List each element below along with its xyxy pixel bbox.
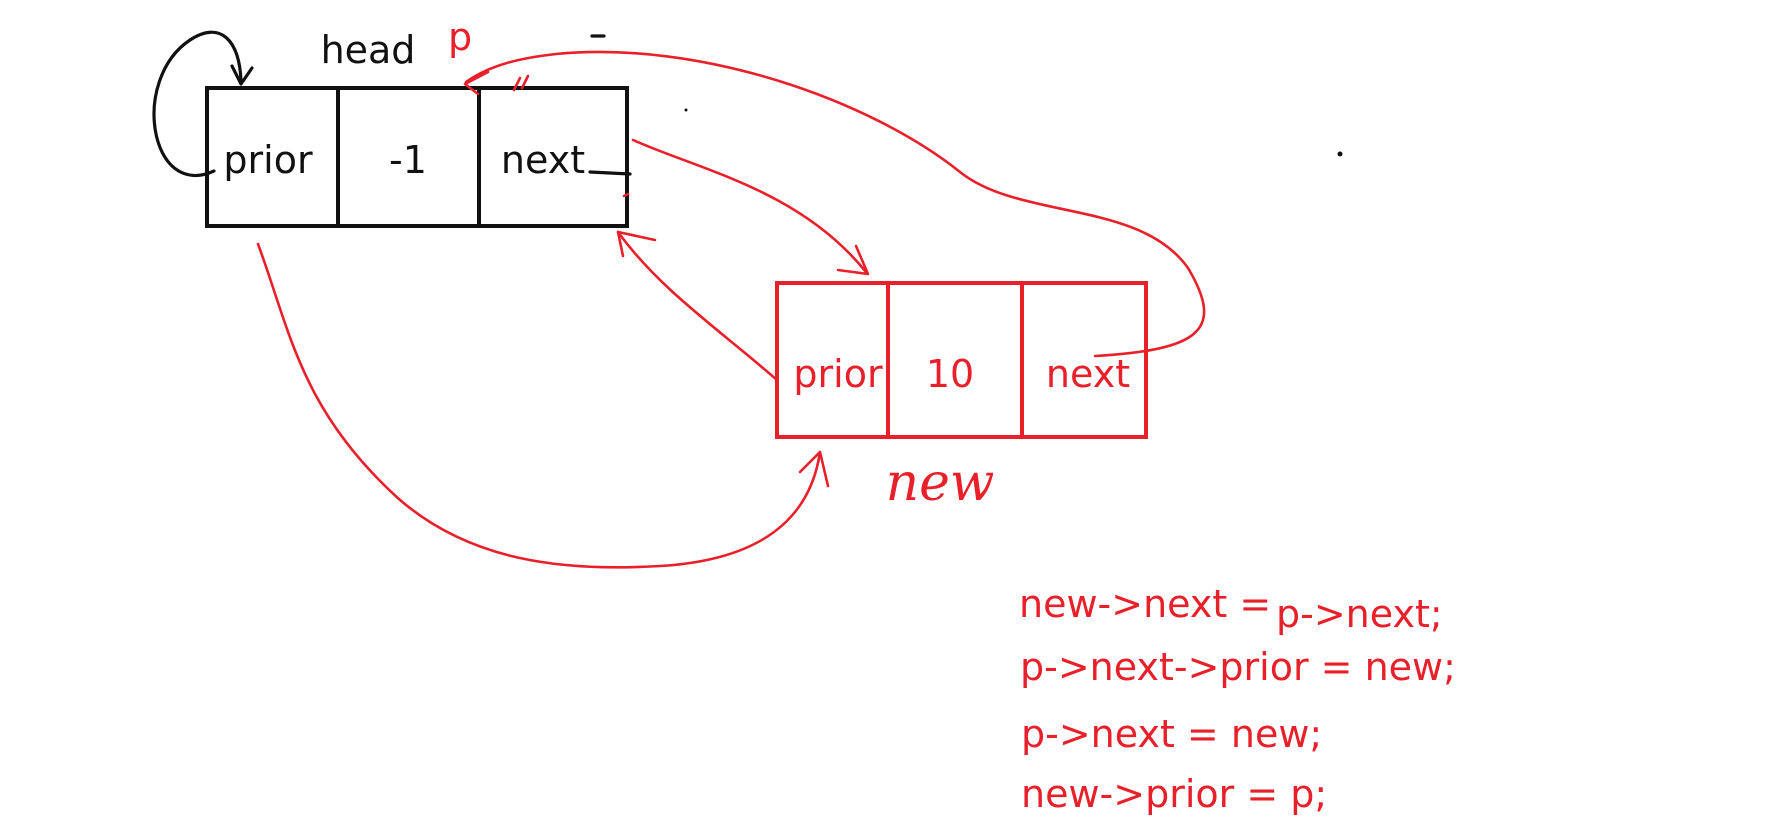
code-line-1a: new->next =: [1019, 582, 1271, 626]
code-line-3: p->next = new;: [1021, 712, 1322, 756]
new-next-to-head-arrow: [464, 50, 1206, 358]
head-next-label: next: [501, 138, 585, 182]
head-prior-to-new-arrowhead: [798, 450, 830, 488]
head-prior-to-new-arrow: [256, 242, 822, 569]
head-data-cell: [336, 86, 481, 228]
stray-dot: [1337, 151, 1343, 157]
pointer-p-label: p: [448, 15, 472, 59]
head-prior-cell: [205, 86, 340, 228]
head-next-to-new-arrow: [631, 138, 868, 274]
new-node-label: new: [886, 453, 995, 513]
stray-dot-small: [684, 108, 688, 112]
head-label: head: [321, 28, 416, 72]
head-data-label: -1: [389, 138, 427, 182]
head-next-cell: [477, 86, 629, 228]
pointer-p-mark: [512, 74, 530, 92]
head-node: prior -1 next head: [205, 28, 629, 228]
new-next-to-head-arrowhead: [463, 70, 490, 96]
new-next-cell: [1020, 281, 1148, 439]
new-node: prior 10 next new: [775, 281, 1148, 513]
new-next-label: next: [1046, 352, 1130, 396]
new-data-label: 10: [926, 352, 974, 396]
new-prior-to-head-arrow: [616, 230, 779, 382]
code-line-1b: p->next;: [1276, 592, 1443, 636]
insertion-code: new->next = p->next; p->next->prior = ne…: [1019, 582, 1456, 816]
stray-mark-red: [622, 192, 630, 198]
new-prior-to-head-arrowhead: [616, 230, 657, 258]
head-prior-self-loop-arrowhead: [230, 64, 254, 86]
head-next-to-new-arrowhead: [836, 244, 870, 276]
head-prior-self-loop: [152, 30, 243, 178]
new-prior-label: prior: [793, 352, 883, 396]
head-prior-label: prior: [223, 138, 313, 182]
code-line-2: p->next->prior = new;: [1020, 645, 1456, 689]
code-line-4: new->prior = p;: [1021, 772, 1327, 816]
new-prior-cell: [775, 281, 890, 439]
head-next-stub: [588, 170, 632, 176]
